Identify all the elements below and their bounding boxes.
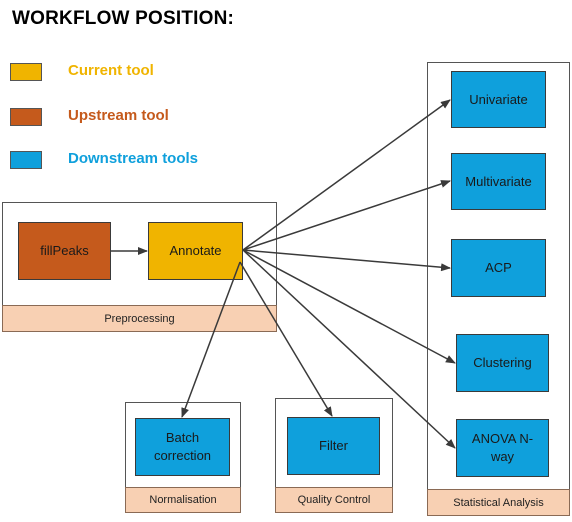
quality-control-caption: Quality Control [275, 487, 393, 513]
batch-correction-node[interactable]: Batch correction [135, 418, 230, 476]
acp-node[interactable]: ACP [451, 239, 546, 297]
legend-current-swatch [10, 63, 42, 81]
arrow-annotate-to-anova [242, 249, 456, 449]
annotate-node[interactable]: Annotate [148, 222, 243, 280]
univariate-node[interactable]: Univariate [451, 71, 546, 128]
filter-node[interactable]: Filter [287, 417, 380, 475]
legend-current-label: Current tool [68, 62, 154, 79]
arrow-annotate-to-acp [242, 249, 451, 272]
preprocessing-caption: Preprocessing [2, 305, 277, 332]
legend-downstream-label: Downstream tools [68, 150, 199, 167]
legend-upstream-swatch [10, 108, 42, 126]
fillpeaks-node[interactable]: fillPeaks [18, 222, 111, 280]
anova-node[interactable]: ANOVA N-way [456, 419, 549, 477]
legend-downstream-swatch [10, 151, 42, 169]
arrow-annotate-to-univariate [242, 99, 451, 251]
arrow-annotate-to-clustering [242, 249, 456, 364]
arrow-annotate-to-filter [239, 261, 333, 417]
legend-upstream-label: Upstream tool [68, 107, 169, 124]
arrow-annotate-to-batch-correction [181, 261, 241, 418]
normalisation-caption: Normalisation [125, 487, 241, 513]
arrow-annotate-to-multivariate [242, 180, 451, 251]
page-title: WORKFLOW POSITION: [12, 8, 235, 29]
statistical-analysis-caption: Statistical Analysis [427, 489, 570, 516]
multivariate-node[interactable]: Multivariate [451, 153, 546, 210]
clustering-node[interactable]: Clustering [456, 334, 549, 392]
